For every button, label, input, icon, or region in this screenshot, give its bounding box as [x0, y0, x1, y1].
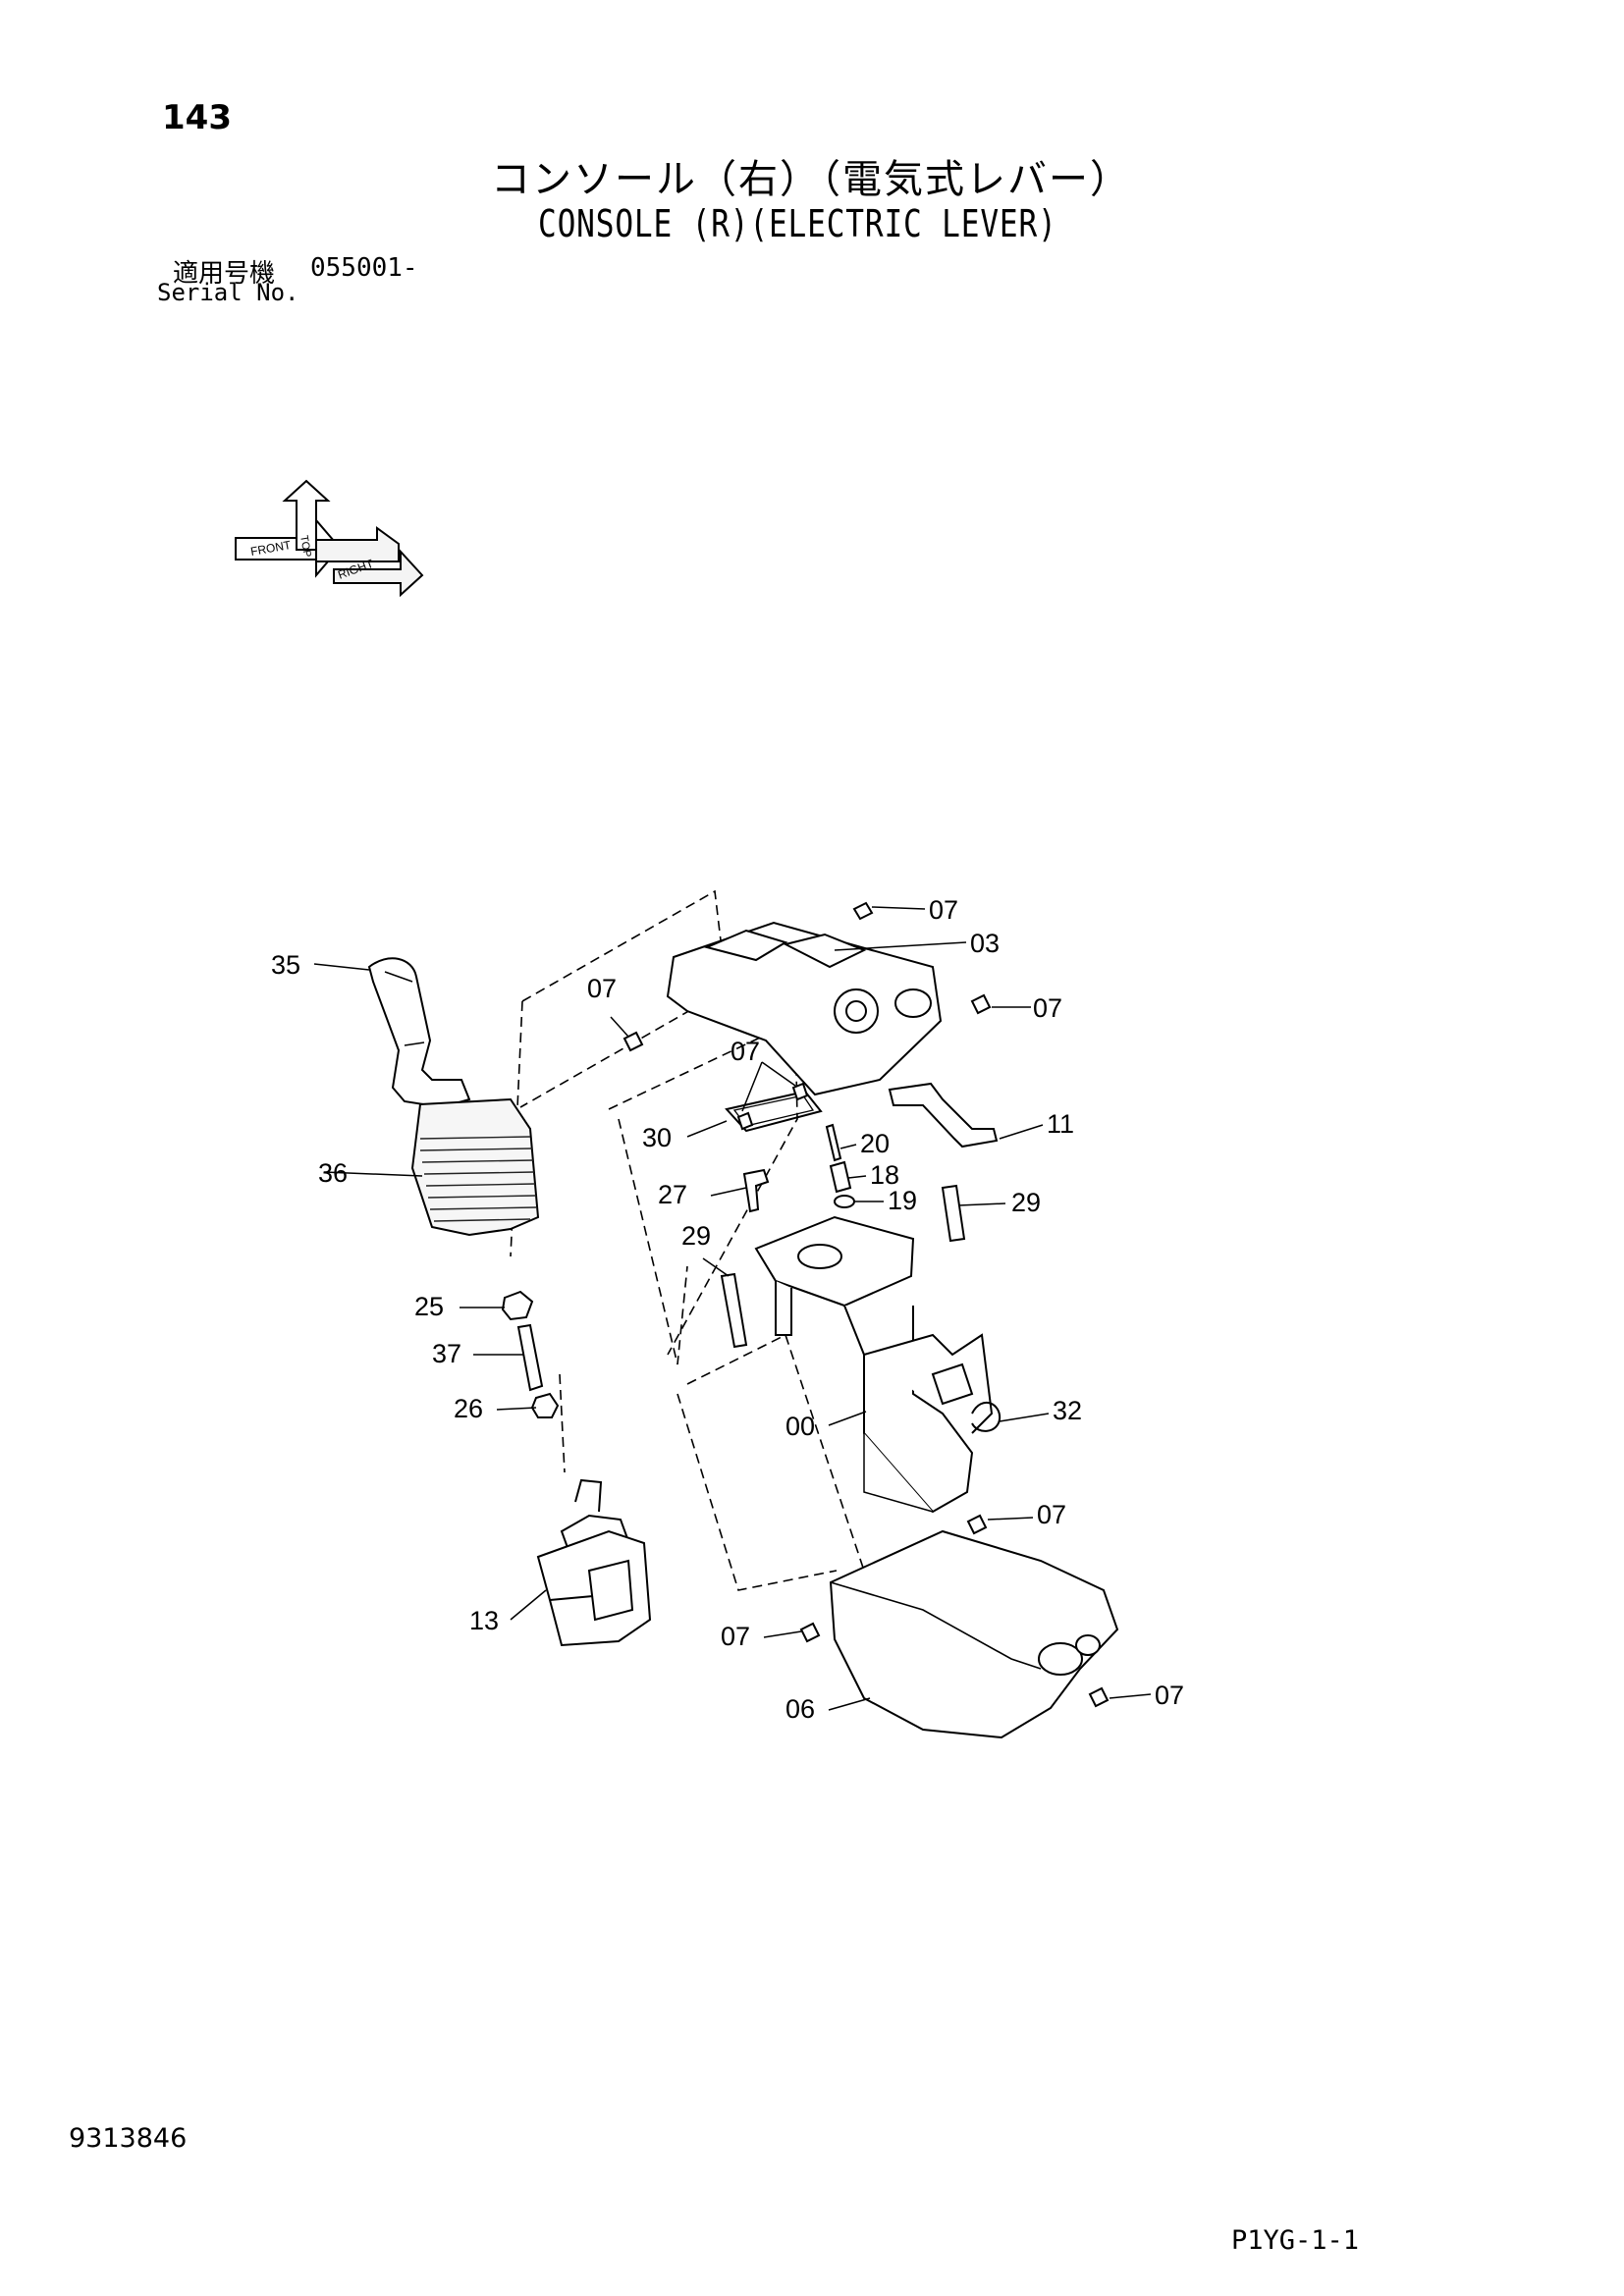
label-11: 11 [1047, 1109, 1074, 1139]
label-07-middle: 07 [731, 1037, 760, 1066]
label-03: 03 [970, 929, 1000, 958]
part-11-bracket [888, 1082, 999, 1148]
part-00-main-bracket [754, 1215, 994, 1514]
label-37: 37 [432, 1339, 461, 1368]
part-37-stud [516, 1323, 544, 1392]
part-20-screw [825, 1123, 842, 1162]
serial-number-value: 055001- [310, 253, 418, 283]
part-36-boot [410, 1097, 540, 1237]
orientation-icon: FRONT TOP RIGHT [235, 479, 424, 598]
label-18: 18 [870, 1160, 899, 1190]
label-07-left: 07 [587, 974, 617, 1003]
part-32-clip [971, 1401, 1001, 1432]
label-07-lower-left: 07 [721, 1622, 750, 1651]
part-13-pilot-valve [536, 1478, 652, 1647]
part-29-plate-right [941, 1184, 966, 1243]
label-07-top: 07 [929, 895, 958, 925]
serial-label-japanese: 適用号機 [173, 259, 276, 289]
part-03-console-cover [666, 921, 943, 1096]
document-number: 9313846 [69, 2123, 188, 2154]
label-00: 00 [785, 1412, 815, 1441]
label-35: 35 [271, 950, 300, 980]
part-26-nut [530, 1392, 560, 1418]
label-30: 30 [642, 1123, 672, 1152]
part-06-lower-cover [829, 1529, 1119, 1739]
label-07-lower-right: 07 [1037, 1500, 1066, 1529]
label-36: 36 [318, 1158, 348, 1188]
label-29-right: 29 [1011, 1188, 1041, 1217]
label-25: 25 [414, 1292, 444, 1321]
part-35-lever-grip [367, 957, 471, 1109]
label-26: 26 [454, 1394, 483, 1423]
title-japanese: コンソール（右）（電気式レバー） [491, 157, 1131, 202]
part-29-plate-left [720, 1272, 748, 1349]
part-labels: 07 03 35 07 07 07 11 30 20 36 18 27 19 2… [271, 895, 1184, 1724]
part-07-screws [623, 901, 1110, 1708]
serial-label-english: Serial No. [157, 279, 299, 306]
part-18-spacer [829, 1160, 852, 1194]
part-27-bolt [742, 1168, 770, 1213]
orientation-top-label: TOP [298, 534, 313, 558]
label-07-bottom: 07 [1155, 1681, 1184, 1710]
label-20: 20 [860, 1129, 890, 1158]
title-english: CONSOLE (R)(ELECTRIC LEVER) [538, 202, 1057, 245]
label-27: 27 [658, 1180, 687, 1209]
label-13: 13 [469, 1606, 499, 1635]
label-29-left: 29 [681, 1221, 711, 1251]
leader-lines [313, 906, 1152, 1711]
part-25-nut [501, 1290, 534, 1321]
page-number: 143 [162, 98, 232, 137]
label-19: 19 [888, 1186, 917, 1215]
label-32: 32 [1053, 1396, 1082, 1425]
part-19-washer [834, 1195, 855, 1208]
label-06: 06 [785, 1694, 815, 1724]
sheet-code: P1YG-1-1 [1231, 2225, 1360, 2256]
label-07-right: 07 [1033, 993, 1062, 1023]
